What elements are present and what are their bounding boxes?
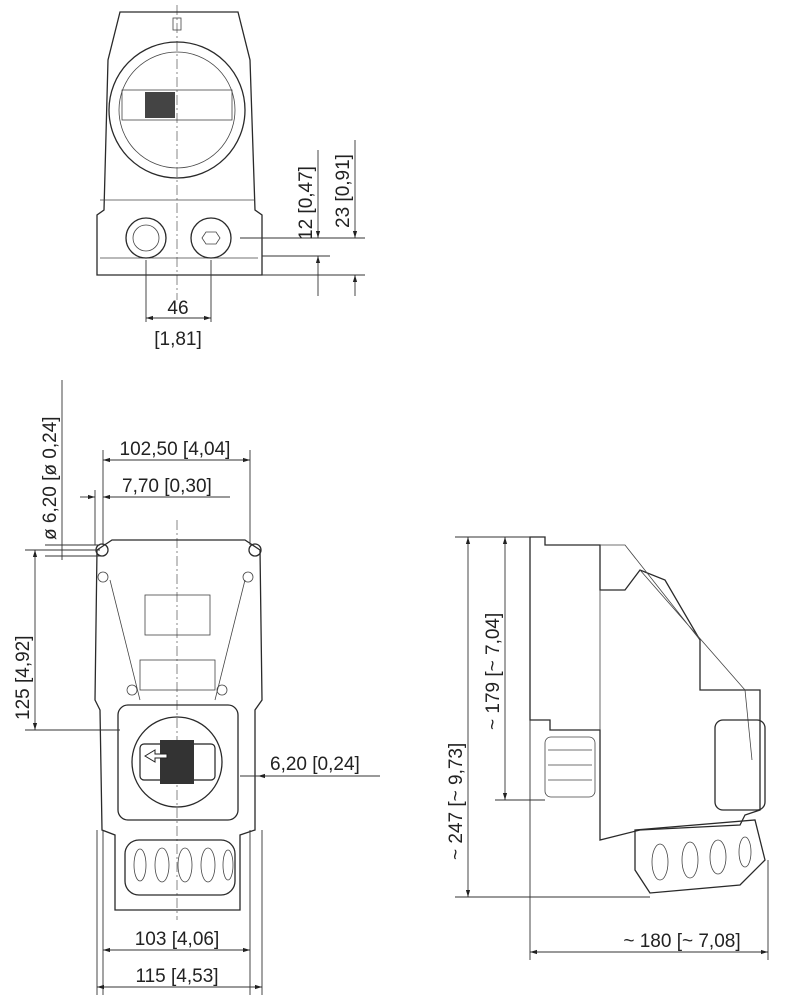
socket-ring [634, 819, 766, 894]
dim-height-small: 12 [0,47] [296, 166, 317, 240]
arrow-left-icon [144, 749, 168, 763]
cable-gland-icon [125, 217, 167, 259]
dim-hole-diameter: ø 6,20 [ø 0,24] [40, 416, 61, 540]
dim-inner-width: 103 [4,06] [135, 929, 220, 950]
dim-outer-width: 115 [4,53] [135, 966, 218, 987]
dim-hole-offset: 7,70 [0,30] [122, 476, 212, 497]
dim-spacing-in: [1,81] [154, 329, 202, 350]
dim-hole-spacing: 102,50 [4,04] [120, 439, 231, 460]
dim-height-large: 23 [0,91] [333, 154, 354, 228]
side-view: ~ 247 [~ 9,73] ~ 179 [~ 7,04] ~ 180 [~ 7… [446, 536, 769, 960]
rotary-cover [108, 41, 246, 179]
dim-spacing-mm: 46 [167, 298, 188, 319]
dim-mount-height: 125 [4,92] [13, 635, 34, 720]
mounting-hole [248, 543, 262, 557]
top-view: 46 [1,81] 12 [0,47] 23 [0,91] [96, 5, 365, 350]
housing-outline [94, 539, 263, 911]
socket-ring [124, 839, 236, 896]
housing-outline [96, 11, 263, 276]
dim-body-height: ~ 179 [~ 7,04] [483, 613, 504, 730]
front-view: 102,50 [4,04] 7,70 [0,30] ø 6,20 [ø 0,24… [13, 380, 380, 995]
label-plate [145, 92, 175, 118]
dim-total-height: ~ 247 [~ 9,73] [446, 743, 467, 860]
housing-outline [529, 536, 761, 841]
dim-depth: ~ 180 [~ 7,08] [623, 931, 740, 952]
dim-side-offset: 6,20 [0,24] [270, 754, 360, 775]
hinge-cover [714, 719, 766, 811]
rotary-switch[interactable] [131, 716, 223, 808]
plug-icon [190, 217, 232, 259]
switch-housing [117, 704, 239, 821]
cable-gland-icon [544, 736, 596, 798]
